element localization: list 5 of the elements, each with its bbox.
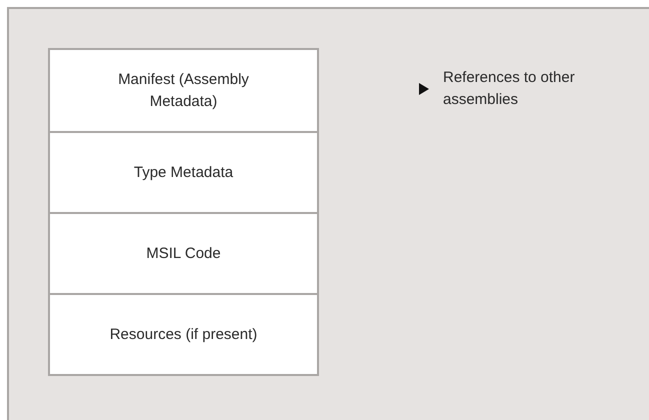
layer-label: Type Metadata xyxy=(134,162,234,182)
layer-label: Resources (if present) xyxy=(110,324,258,344)
layer-label: MSIL Code xyxy=(146,244,221,264)
note-text: References to other assemblies xyxy=(443,68,576,110)
layer-label: Manifest (Assembly Metadata) xyxy=(117,70,250,112)
